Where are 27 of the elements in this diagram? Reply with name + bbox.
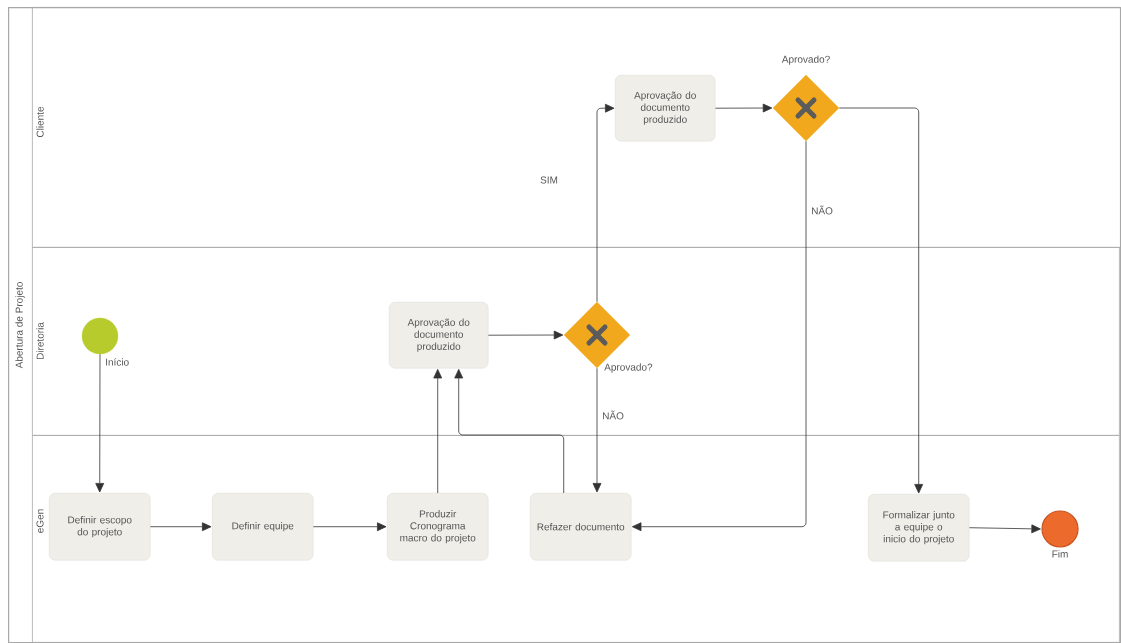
edge-label: NÃO (601, 409, 625, 421)
task-box: Produzir Cronograma macro do projeto (387, 493, 489, 561)
end-event: Fim (1041, 510, 1079, 558)
arrow (433, 369, 443, 494)
arrow (150, 522, 212, 532)
task-box: Refazer documento (530, 493, 632, 561)
arrow (596, 103, 615, 303)
arrow (632, 140, 807, 532)
start-event: Início (81, 317, 129, 366)
edge-label: NÃO (810, 204, 834, 216)
arrow (313, 522, 387, 532)
arrow (969, 524, 1041, 534)
edge-label: SIM (539, 175, 559, 185)
task-box: Aprovação do documento produzido (389, 302, 489, 369)
task-box: Definir escopo do projeto (49, 493, 151, 561)
arrow (488, 330, 564, 340)
task-box: Definir equipe (212, 493, 314, 561)
arrow (592, 367, 602, 493)
node-label: Fim (1052, 550, 1068, 558)
arrow (454, 369, 565, 494)
task-box: Aprovação do documento produzido (615, 75, 716, 142)
arrow (715, 103, 773, 113)
node-label: Início (106, 358, 129, 366)
node-label: Aprovado? (781, 55, 830, 65)
arrow (95, 353, 105, 493)
arrow (838, 107, 924, 494)
task-box: Formalizar junto a equipe o inicio do projeto (868, 494, 970, 562)
